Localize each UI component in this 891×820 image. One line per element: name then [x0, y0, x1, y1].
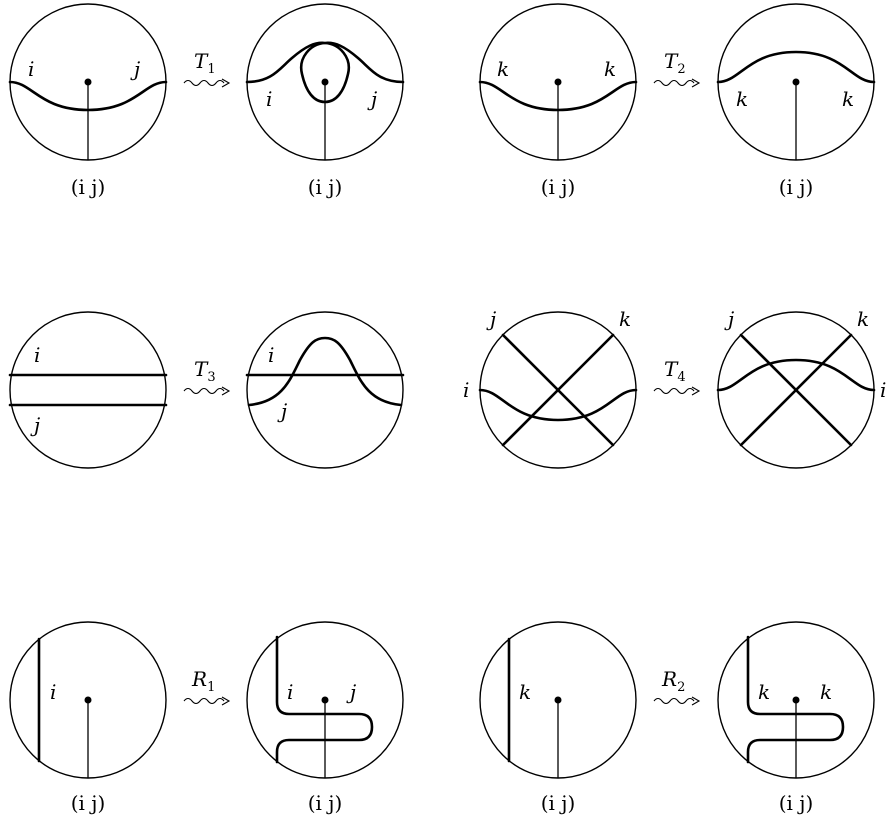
disk-t1-after: i j (i j)	[245, 3, 405, 199]
puncture-point	[321, 696, 329, 704]
strand-hooked	[275, 635, 374, 764]
disk-t4-before: j k i	[463, 307, 638, 469]
label-k: k	[519, 680, 531, 704]
disk-t3-after: i j	[245, 311, 405, 469]
label-i: i	[287, 680, 293, 704]
disk-t1-before: i j (i j)	[8, 3, 168, 199]
disk-t2-after: k k (i j)	[716, 3, 876, 199]
label-i: i	[880, 378, 886, 402]
strand-k	[739, 333, 853, 447]
arrow-head	[691, 78, 701, 88]
label-j: j	[277, 399, 287, 423]
label-k: k	[857, 307, 869, 331]
puncture-point	[792, 696, 800, 704]
disk-boundary	[9, 311, 167, 469]
puncture-point	[321, 78, 329, 86]
move-label-t1: T1	[194, 49, 216, 77]
caption: (i j)	[308, 175, 343, 199]
squiggle-arrow	[653, 697, 695, 705]
label-k: k	[758, 680, 770, 704]
label-j: j	[724, 307, 734, 331]
strand-i	[478, 388, 638, 422]
caption: (i j)	[779, 791, 814, 815]
caption: (i j)	[779, 175, 814, 199]
squiggle-arrow	[653, 79, 695, 87]
label-j: j	[30, 413, 40, 437]
arrow-head	[691, 696, 701, 706]
move-label-t4: T4	[664, 357, 686, 385]
puncture-point	[84, 696, 92, 704]
puncture-point	[84, 78, 92, 86]
disk-r2-after: k k (i j)	[717, 621, 875, 815]
label-k: k	[619, 307, 631, 331]
move-label-t2: T2	[664, 49, 686, 77]
squiggle-arrow	[183, 387, 225, 395]
caption: (i j)	[541, 791, 576, 815]
caption: (i j)	[71, 175, 106, 199]
squiggle-arrow	[653, 387, 695, 395]
label-i: i	[50, 680, 56, 704]
arrow-head	[221, 78, 231, 88]
disk-t3-before: i j	[8, 311, 168, 469]
squiggle-arrow	[183, 79, 225, 87]
label-k: k	[736, 87, 748, 111]
move-label-r1: R1	[191, 667, 215, 695]
label-i: i	[28, 57, 34, 81]
strand-i	[716, 358, 876, 392]
squiggle-arrow	[183, 697, 225, 705]
label-k: k	[842, 87, 854, 111]
strand-k	[501, 333, 615, 447]
move-arrow-t2: T2	[653, 49, 701, 88]
caption: (i j)	[308, 791, 343, 815]
disk-t4-after: j k i	[716, 307, 886, 469]
label-j: j	[346, 680, 356, 704]
disk-r1-before: i (i j)	[9, 621, 167, 815]
disk-boundary	[246, 311, 404, 469]
arrow-head	[221, 696, 231, 706]
strand	[716, 50, 876, 84]
strand-j-pushed	[247, 336, 403, 407]
move-arrow-t3: T3	[183, 357, 231, 396]
label-j: j	[367, 87, 377, 111]
label-i: i	[268, 343, 274, 367]
move-label-r2: R2	[661, 667, 685, 695]
label-k: k	[604, 57, 616, 81]
label-i: i	[34, 343, 40, 367]
move-label-t3: T3	[194, 357, 216, 385]
move-arrow-t1: T1	[183, 49, 231, 88]
arrow-head	[221, 386, 231, 396]
label-k: k	[497, 57, 509, 81]
puncture-point	[792, 78, 800, 86]
label-k: k	[820, 680, 832, 704]
caption: (i j)	[541, 175, 576, 199]
label-i: i	[463, 378, 469, 402]
label-j: j	[486, 307, 496, 331]
caption: (i j)	[71, 791, 106, 815]
disk-t2-before: k k (i j)	[478, 3, 638, 199]
strand-hooked	[746, 635, 845, 764]
label-j: j	[130, 57, 140, 81]
move-arrow-t4: T4	[653, 357, 701, 396]
move-arrow-r2: R2	[653, 667, 701, 706]
move-arrow-r1: R1	[183, 667, 231, 706]
disk-r1-after: i j (i j)	[246, 621, 404, 815]
disk-r2-before: k (i j)	[479, 621, 637, 815]
label-i: i	[266, 87, 272, 111]
arrow-head	[691, 386, 701, 396]
puncture-point	[554, 78, 562, 86]
puncture-point	[554, 696, 562, 704]
